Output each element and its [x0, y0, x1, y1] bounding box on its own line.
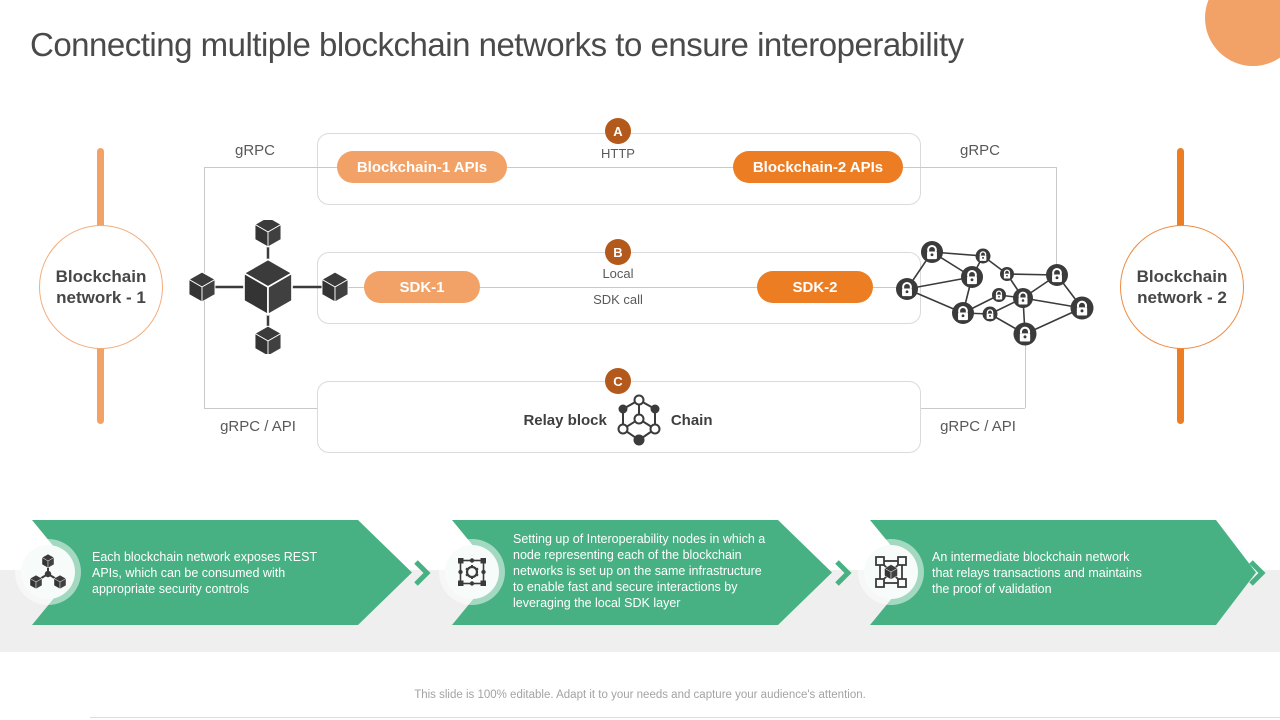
- left-network-label: Blockchain network - 1: [55, 267, 147, 307]
- relay-block-label: Relay block: [523, 411, 607, 429]
- blockchain-2-apis-pill: Blockchain-2 APIs: [733, 151, 903, 183]
- mesh-padlock-network-icon: [895, 240, 1095, 347]
- row-c-left-connector-line: [204, 408, 317, 409]
- callout-arrow-1: [32, 520, 412, 625]
- bottom-divider-line: [90, 717, 1280, 718]
- interoperability-nodes-icon: [458, 558, 486, 586]
- row-c-right-connector-line: [921, 408, 1025, 409]
- blockchain-1-apis-pill: Blockchain-1 APIs: [337, 151, 507, 183]
- row-b-connector-line: [204, 287, 908, 288]
- corner-accent-shape: [1205, 0, 1280, 66]
- local-label: Local: [602, 266, 634, 281]
- grpc-api-label-bottom-right: gRPC / API: [940, 418, 1016, 435]
- grpc-label-top-right: gRPC: [959, 142, 1000, 159]
- badge-c: C: [605, 368, 631, 394]
- right-top-vertical-line: [1056, 167, 1057, 275]
- callout-2-icon-circle: [445, 545, 499, 599]
- sdk-2-pill: SDK-2: [757, 271, 873, 303]
- sdk-call-label: SDK call: [593, 292, 643, 307]
- left-network-circle: Blockchain network - 1: [39, 225, 163, 349]
- relay-chain-row: Relay block Chain: [468, 392, 768, 448]
- http-label: HTTP: [601, 146, 635, 161]
- arrow-separator-icon: [1249, 560, 1266, 586]
- grpc-label-top-left: gRPC: [234, 142, 275, 159]
- callout-arrow-2: [452, 520, 832, 625]
- badge-a: A: [605, 118, 631, 144]
- right-bottom-vertical-line: [1025, 334, 1026, 408]
- callout-2-text: Setting up of Interoperability nodes in …: [513, 532, 766, 610]
- footer-note: This slide is 100% editable. Adapt it to…: [414, 689, 866, 701]
- callout-3-text: An intermediate blockchain network that …: [932, 550, 1142, 596]
- chain-label: Chain: [670, 411, 713, 429]
- row-a-connector-line: [204, 167, 1056, 168]
- arrow-separator-icon: [414, 560, 431, 586]
- cube-network-icon: [29, 553, 67, 590]
- callout-3-icon-circle: [864, 545, 918, 599]
- page-title: Connecting multiple blockchain networks …: [30, 26, 964, 63]
- callout-arrow-3: [870, 520, 1256, 625]
- right-network-label: Blockchain network - 2: [1136, 267, 1228, 307]
- relay-chain-cube-icon: [617, 394, 661, 446]
- hub-cubes-icon: [188, 220, 349, 354]
- callout-1-text: Each blockchain network exposes REST API…: [92, 550, 318, 596]
- right-network-circle: Blockchain network - 2: [1120, 225, 1244, 349]
- grpc-api-label-bottom-left: gRPC / API: [220, 418, 296, 435]
- badge-b: B: [605, 239, 631, 265]
- sdk-1-pill: SDK-1: [364, 271, 480, 303]
- arrow-separator-icon: [835, 560, 852, 586]
- cube-brackets-icon: [875, 556, 907, 588]
- callout-1-icon-circle: [21, 545, 75, 599]
